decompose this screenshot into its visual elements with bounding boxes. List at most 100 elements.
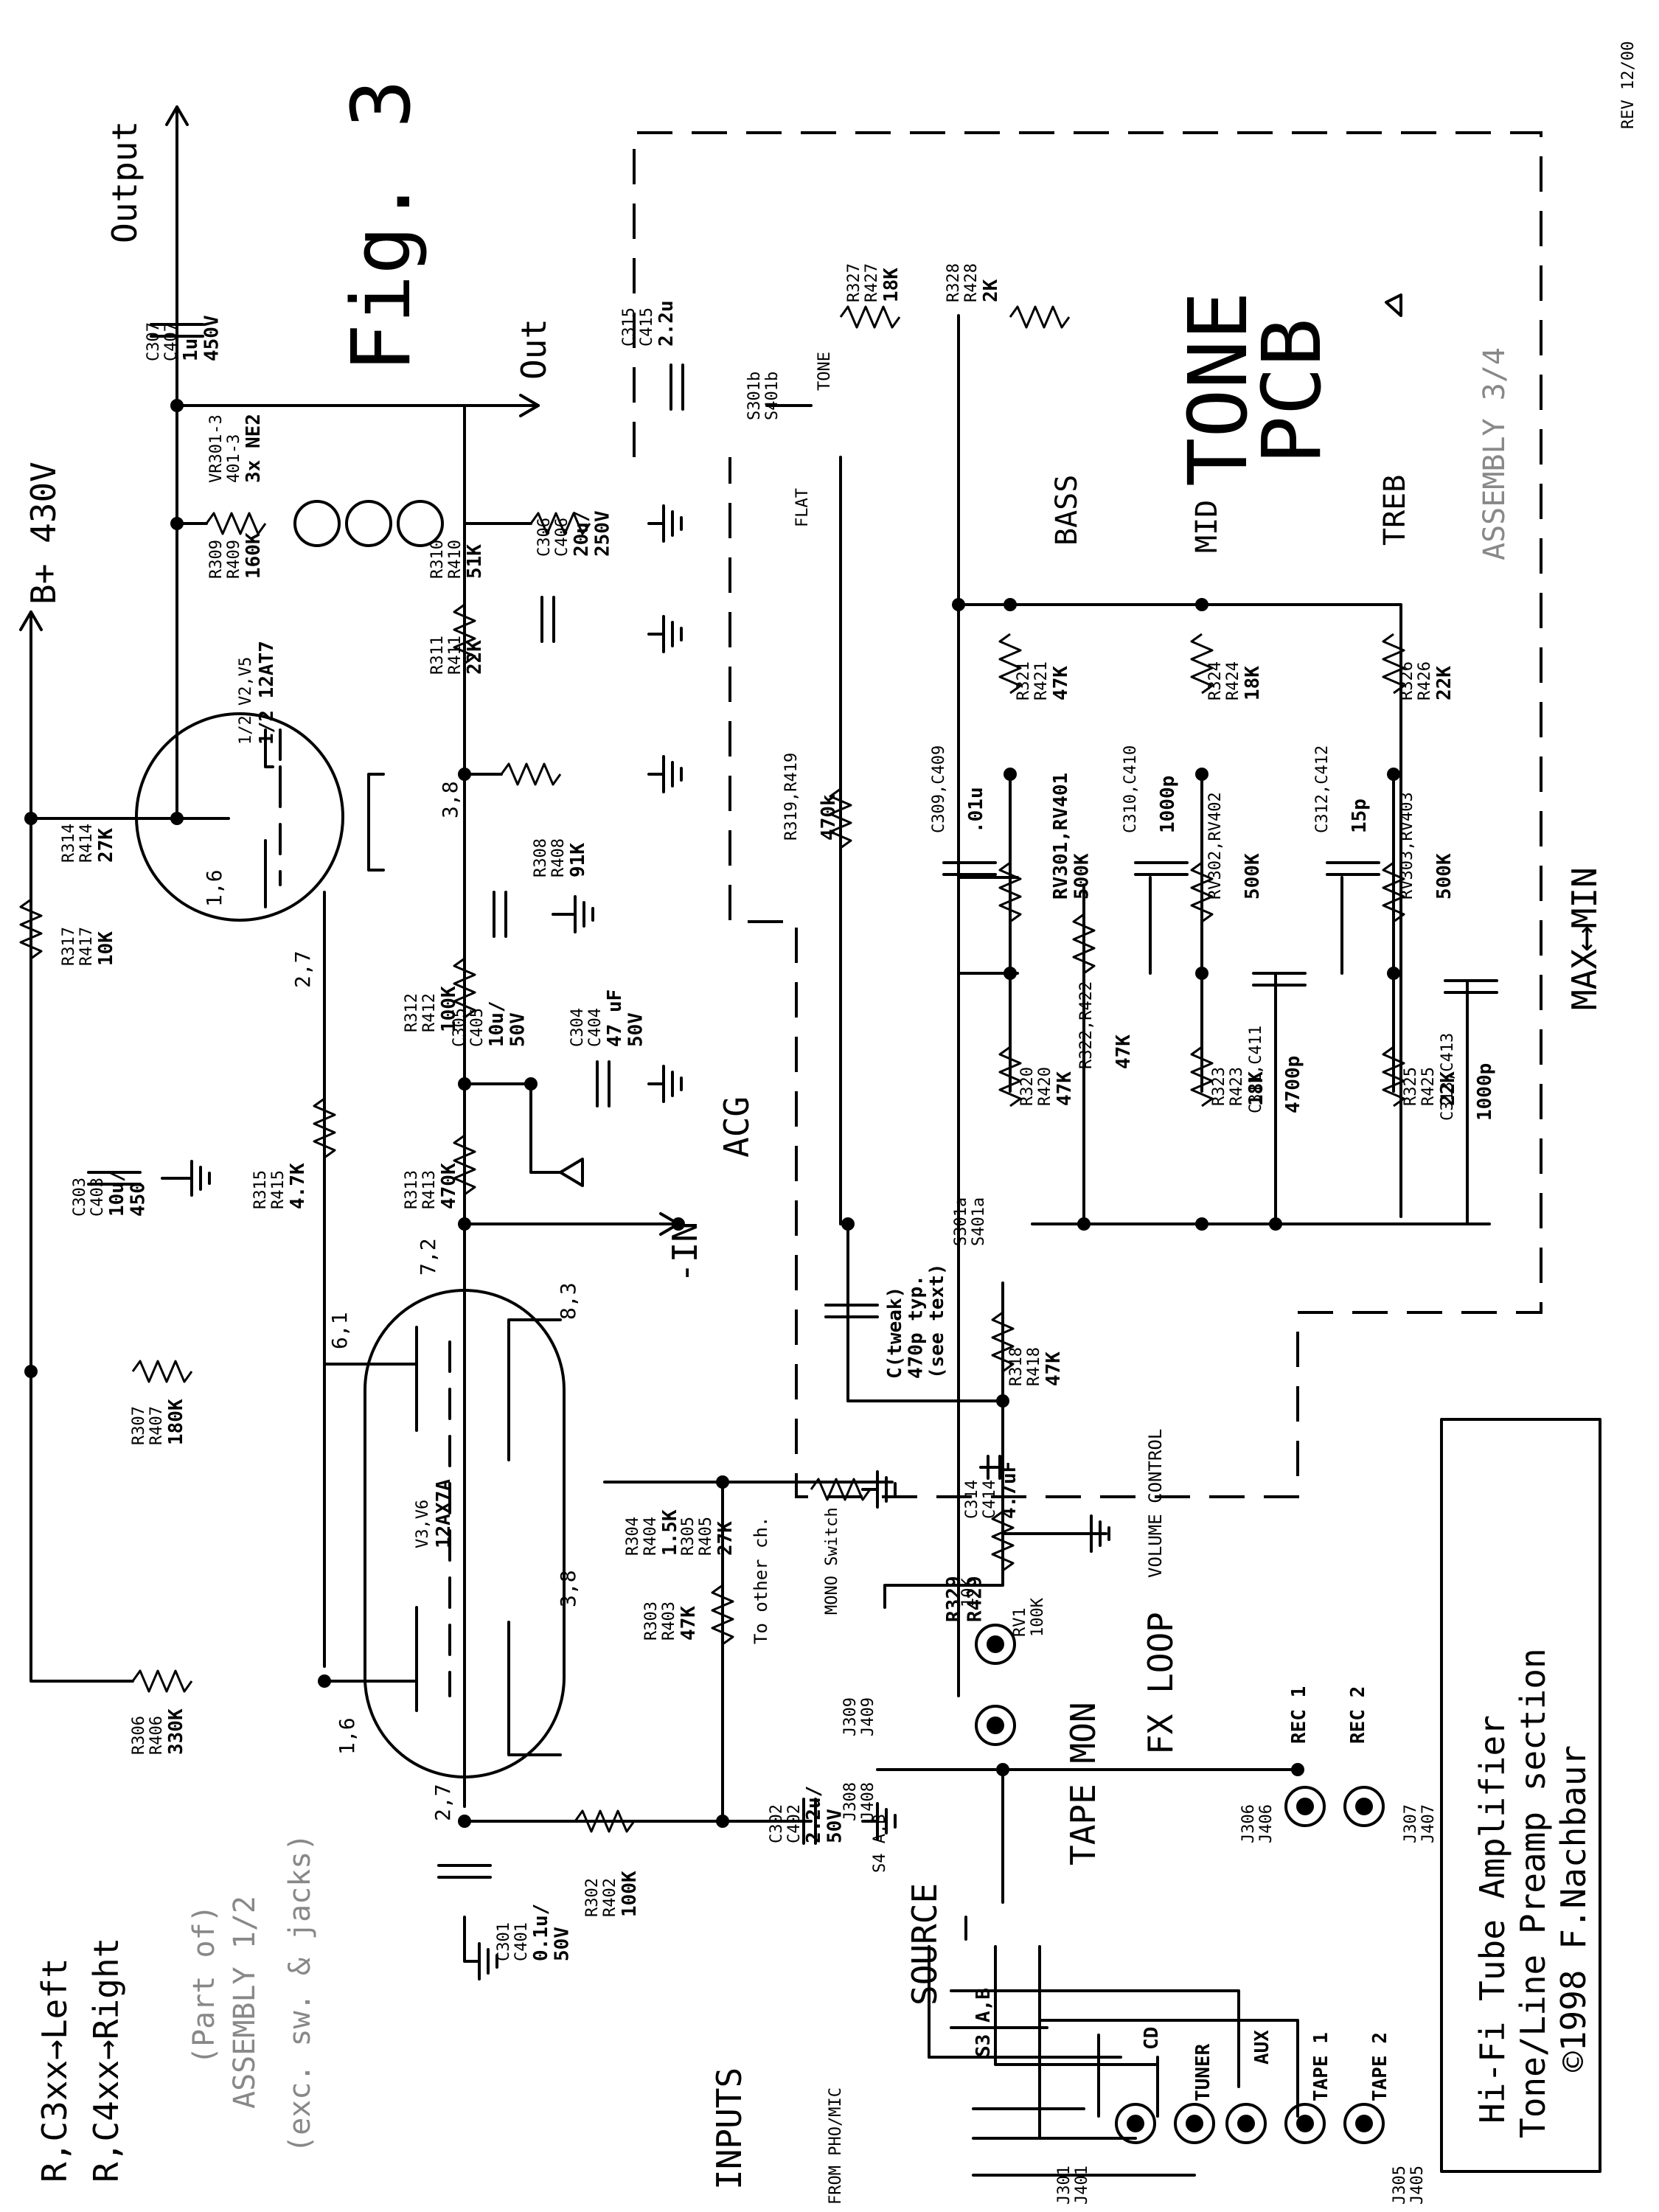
r302-value-label: 100K [619, 1871, 641, 1917]
r319-ref-label: R319,R419 [782, 753, 801, 841]
r318-resistor [991, 1311, 1015, 1373]
r313-value-label: 470K [438, 1163, 460, 1209]
v2-pins-b: 2,7 [291, 950, 315, 988]
mid-label: MID [1190, 500, 1224, 553]
r302-ref-label: R302R402 [583, 1878, 619, 1917]
legend-right: R,C4xx→Right [86, 1938, 126, 2183]
r324-resistor [1190, 633, 1214, 695]
c304-value-label: 47 uF50V [604, 990, 647, 1047]
v3-pins-b: 7,2 [416, 1238, 440, 1276]
r315-resistor [313, 1097, 336, 1159]
ground-icon [647, 1065, 683, 1103]
r327-value-label: 18K [880, 268, 902, 302]
c314-cap [979, 1455, 1004, 1480]
ground-icon [161, 1160, 211, 1197]
title-line3: ©1998 F.Nachbaur [1554, 1745, 1593, 2072]
r310-resistor [529, 512, 591, 535]
j301-jack-label: J301J401 [1055, 2166, 1091, 2205]
j305-jack-label: J305J405 [1391, 2166, 1427, 2205]
tape-mon-label: TAPE MON [1063, 1702, 1103, 1865]
c306-cap [540, 596, 555, 643]
c312-ref-label: C312,C412 [1313, 745, 1332, 833]
c301-ref-label: C301C401 [495, 1922, 531, 1961]
tuner-jack-label: TUNER [1192, 2043, 1214, 2101]
treb-label: TREB [1378, 475, 1412, 546]
j307-jack-label: J307J407 [1402, 1804, 1438, 1843]
tone-pcb-outline [633, 131, 1543, 1498]
c304-cap [596, 1060, 611, 1107]
r328-ref-label: R328R428 [945, 263, 981, 302]
r328-resistor [1009, 305, 1071, 329]
output-label: Output [105, 121, 145, 243]
fx-loop-label: FX LOOP [1141, 1612, 1180, 1755]
c311-ref-label: C311,C411 [1247, 1026, 1265, 1113]
rv301-pot [998, 861, 1022, 923]
r326-value-label: 22K [1433, 666, 1455, 700]
r310-ref-label: R310R410 [428, 540, 465, 579]
out-label: Out [514, 319, 554, 380]
r314-ref-label: R314R414 [60, 824, 96, 863]
rv302-pot [1190, 861, 1214, 923]
rec1-jack-label: REC 1 [1288, 1686, 1310, 1744]
r309-value-label: 160K [243, 532, 265, 579]
r324-value-label: 18K [1242, 666, 1264, 700]
r327-ref-label: R327R427 [845, 263, 881, 302]
c309-value-label: .01u [965, 787, 987, 833]
r318-value-label: 47K [1043, 1352, 1065, 1386]
r309-resistor [205, 512, 267, 535]
legend-assembly-12: ASSEMBLY 1/2 [228, 1896, 262, 2109]
rv303-pot [1382, 861, 1405, 923]
v3-pins-e: 1,6 [335, 1717, 359, 1755]
rv1-pot [991, 1510, 1015, 1572]
ground-icon [861, 1470, 897, 1509]
r308-value-label: 91K [567, 843, 589, 877]
r306-ref-label: R306R406 [130, 1716, 166, 1755]
r313-resistor [453, 1134, 476, 1196]
r315-value-label: 4.7K [287, 1163, 309, 1209]
ground-icon [647, 504, 683, 543]
r307-value-label: 180K [165, 1399, 187, 1445]
r303-ref-label: R303R403 [642, 1601, 678, 1641]
c313-value-label: 1000p [1474, 1063, 1496, 1121]
r320-value-label: 47K [1054, 1071, 1076, 1106]
r317-resistor [19, 898, 43, 960]
ctweak-value-label: C(tweak)470p typ.(see text) [884, 1263, 948, 1379]
r325-ref-label: R325R425 [1402, 1067, 1438, 1106]
v3-pins-a: 6,1 [327, 1312, 352, 1349]
r324-ref-label: R324R424 [1206, 661, 1242, 700]
volume-label: VOLUME CONTROL [1145, 1429, 1166, 1578]
r311-ref-label: R311R411 [428, 636, 465, 675]
vr301-ref-label: VR301-3401-3 [207, 414, 243, 483]
c305-cap [493, 891, 507, 938]
c311-cap [1252, 972, 1307, 987]
c314-value-label: 4.7uF [998, 1461, 1020, 1519]
ctweak-cap [824, 1304, 879, 1318]
c315-cap [669, 364, 684, 411]
v2-ref: 1/2 V2,V5 [237, 657, 255, 745]
r329-value-label: R329R429 [943, 1576, 987, 1622]
v2-pins-c: 3,8 [438, 781, 462, 818]
r309-ref-label: R309R409 [207, 540, 243, 579]
r325-resistor [1382, 1046, 1405, 1107]
c315-ref-label: C315C415 [620, 307, 656, 347]
c315-value-label: 2.2u [655, 300, 678, 347]
ground-icon [647, 615, 683, 653]
c309-cap [942, 861, 997, 876]
max-min-label: MAX⟷MIN [1565, 867, 1604, 1010]
r315-ref-label: R315R415 [251, 1170, 288, 1209]
legend-part-of: (Part of) [187, 1905, 221, 2065]
fig-title: Fig. 3 [334, 80, 428, 372]
r302-resistor [574, 1809, 636, 1833]
c306-value-label: 20u/250V [571, 510, 614, 557]
from-pho-label: FROM PHO/MIC [827, 2087, 845, 2205]
v3-tube [364, 1289, 566, 1778]
r319-value-label: 470k [818, 794, 840, 841]
r310-value-label: 51K [464, 544, 486, 579]
r321-ref-label: R321R421 [1015, 661, 1051, 700]
c312-value-label: 15p [1349, 799, 1371, 833]
title-line1: Hi-Fi Tube Amplifier [1472, 1715, 1512, 2124]
c301-value-label: 0.1u/50V [530, 1904, 574, 1961]
c313-ref-label: C313,C413 [1439, 1033, 1457, 1121]
in-label: -IN [665, 1222, 705, 1283]
